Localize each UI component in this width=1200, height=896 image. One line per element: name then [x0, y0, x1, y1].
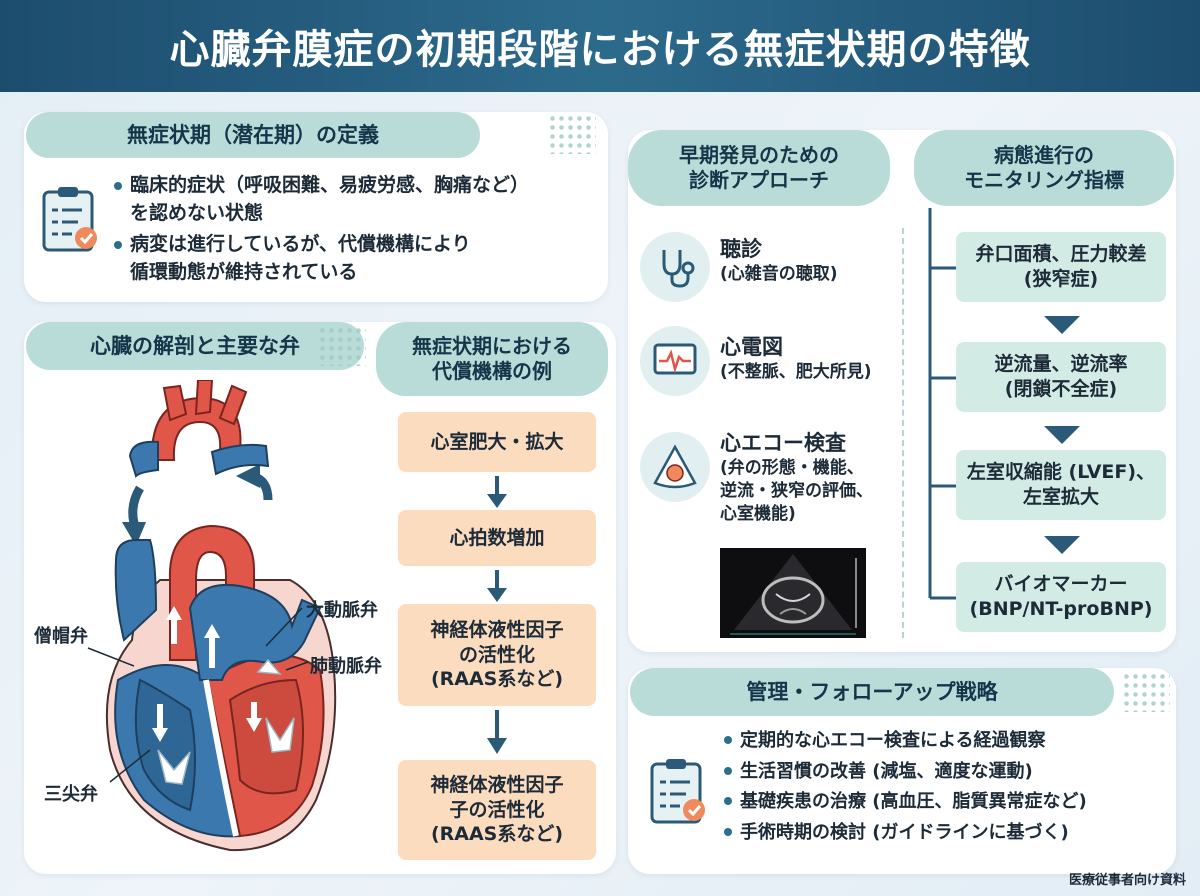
compensation-heading: 無症状期における代償機構の例 — [376, 322, 608, 396]
monitoring-flow-arrows — [1042, 310, 1082, 560]
diagnosis-item-sub: 逆流・狭窄の評価、 — [720, 481, 873, 502]
diagnosis-item-sub: 心室機能) — [720, 504, 796, 525]
diagnosis-item-sub: (不整脈、肥大所見) — [720, 362, 872, 383]
stethoscope-icon — [640, 232, 710, 302]
anatomy-heading: 心臓の解剖と主要な弁 — [26, 322, 364, 370]
compensation-step-3-line3: (RAAS系など) — [430, 668, 564, 691]
aortic-valve-label: 大動脈弁 — [306, 600, 378, 621]
page-title: 心臓弁膜症の初期段階における無症状期の特徴 — [169, 27, 1031, 73]
monitoring-item-1-line2: (狭窄症) — [1023, 268, 1099, 290]
diagnosis-heading-line1: 早期発見のための — [679, 143, 839, 167]
diagnosis-item-ecg: 心電図 (不整脈、肥大所見) — [720, 334, 872, 384]
dots-decoration — [1122, 672, 1170, 712]
footer-note: 医療従事者向け資料 — [1068, 873, 1186, 888]
definition-bullet-2-line1: 病変は進行しているが、代償機構により — [130, 233, 471, 256]
list-item: 基礎疾患の治療 (高血圧、脂質異常症など) — [722, 787, 1172, 818]
anatomy-heading-text: 心臓の解剖と主要な弁 — [90, 333, 300, 358]
management-heading: 管理・フォローアップ戦略 — [630, 668, 1114, 716]
diagnosis-item-sub: (心雑音の聴取) — [720, 264, 838, 285]
list-item: 生活習慣の改善 (減塩、適度な運動) — [722, 757, 1172, 788]
compensation-step-4-line1: 神経体液性因子 — [430, 773, 564, 796]
diagnosis-item-auscultation: 聴診 (心雑音の聴取) — [720, 236, 838, 286]
monitoring-item-2-line2: (閉鎖不全症) — [1004, 378, 1118, 400]
diagnosis-item-title: 心電図 — [720, 335, 783, 359]
echo-probe-icon — [640, 432, 710, 502]
monitoring-item-4: バイオマーカー(BNP/NT-proBNP) — [956, 562, 1166, 632]
management-list: 定期的な心エコー検査による経過観察 生活習慣の改善 (減塩、適度な運動) 基礎疾… — [722, 726, 1172, 848]
monitoring-item-1-line1: 弁口面積、圧力較差 — [975, 243, 1147, 266]
echocardiogram-image — [720, 548, 866, 638]
list-item: 手術時期の検討 (ガイドラインに基づく) — [722, 818, 1172, 849]
compensation-step-3: 神経体液性因子 の活性化 (RAAS系など) — [398, 604, 596, 706]
monitoring-heading: 病態進行のモニタリング指標 — [914, 130, 1174, 206]
diagnosis-item-title: 聴診 — [720, 237, 762, 261]
diagnosis-heading: 早期発見のための診断アプローチ — [628, 130, 890, 206]
monitoring-item-1: 弁口面積、圧力較差(狭窄症) — [956, 232, 1166, 302]
monitoring-item-3: 左室収縮能 (LVEF)、左室拡大 — [956, 450, 1166, 520]
monitoring-item-4-line1: バイオマーカー — [994, 573, 1128, 596]
compensation-step-1: 心室肥大・拡大 — [398, 412, 596, 472]
compensation-step-4: 神経体液性因子 子の活性化 (RAAS系など) — [398, 760, 596, 860]
monitoring-item-4-line2: (BNP/NT-proBNP) — [969, 598, 1153, 620]
list-item: 定期的な心エコー検査による経過観察 — [722, 726, 1172, 757]
list-item: 病変は進行しているが、代償機構により 循環動態が維持されている — [112, 231, 602, 286]
diagnosis-item-sub: (弁の形態・機能、 — [720, 458, 864, 479]
monitoring-connector — [926, 208, 958, 608]
compensation-step-3-line2: の活性化 — [458, 643, 535, 666]
management-heading-text: 管理・フォローアップ戦略 — [746, 679, 998, 704]
title-bar: 心臓弁膜症の初期段階における無症状期の特徴 — [0, 0, 1200, 92]
column-divider — [902, 228, 904, 638]
compensation-step-2-text: 心拍数増加 — [449, 526, 545, 549]
monitoring-item-2: 逆流量、逆流率(閉鎖不全症) — [956, 342, 1166, 412]
definition-heading-text: 無症状期（潜在期）の定義 — [127, 122, 379, 147]
heart-illustration — [40, 379, 390, 870]
compensation-step-4-line2: 子の活性化 — [449, 798, 545, 821]
compensation-heading-line2: 代償機構の例 — [432, 359, 552, 383]
definition-bullet-1-line2: を認めない状態 — [130, 201, 264, 224]
compensation-step-1-text: 心室肥大・拡大 — [430, 430, 564, 453]
monitoring-item-2-line1: 逆流量、逆流率 — [994, 353, 1128, 376]
monitoring-heading-line1: 病態進行の — [994, 143, 1094, 167]
dots-decoration — [548, 114, 596, 154]
diagnosis-item-title: 心エコー検査 — [720, 431, 846, 455]
clipboard-check-icon — [38, 184, 102, 254]
clipboard-check-icon — [646, 756, 710, 826]
monitoring-heading-line2: モニタリング指標 — [964, 168, 1124, 192]
definition-bullet-1-line1: 臨床的症状（呼吸困難、易疲労感、胸痛など） — [130, 174, 530, 196]
tricuspid-valve-label: 三尖弁 — [44, 784, 98, 805]
compensation-flow-arrows — [482, 472, 512, 762]
compensation-step-3-line1: 神経体液性因子 — [430, 618, 564, 641]
dots-decoration — [318, 326, 366, 366]
monitoring-item-3-line1: 左室収縮能 (LVEF)、 — [966, 461, 1156, 484]
compensation-step-4-line3: (RAAS系など) — [430, 823, 564, 846]
mitral-valve-label: 僧帽弁 — [34, 626, 88, 647]
monitoring-item-3-line2: 左室拡大 — [1022, 486, 1099, 508]
diagnosis-item-echo: 心エコー検査 (弁の形態・機能、 逆流・狭窄の評価、 心室機能) — [720, 430, 873, 526]
list-item: 臨床的症状（呼吸困難、易疲労感、胸痛など） を認めない状態 — [112, 172, 602, 227]
definition-bullet-2-line2: 循環動態が維持されている — [130, 260, 358, 283]
definition-heading: 無症状期（潜在期）の定義 — [26, 112, 480, 158]
diagnosis-heading-line2: 診断アプローチ — [689, 168, 829, 192]
compensation-step-2: 心拍数増加 — [398, 510, 596, 566]
compensation-heading-line1: 無症状期における — [412, 334, 572, 358]
ecg-monitor-icon — [640, 326, 710, 396]
pulmonary-valve-label: 肺動脈弁 — [310, 656, 382, 677]
definition-list: 臨床的症状（呼吸困難、易疲労感、胸痛など） を認めない状態 病変は進行しているが… — [112, 172, 602, 286]
